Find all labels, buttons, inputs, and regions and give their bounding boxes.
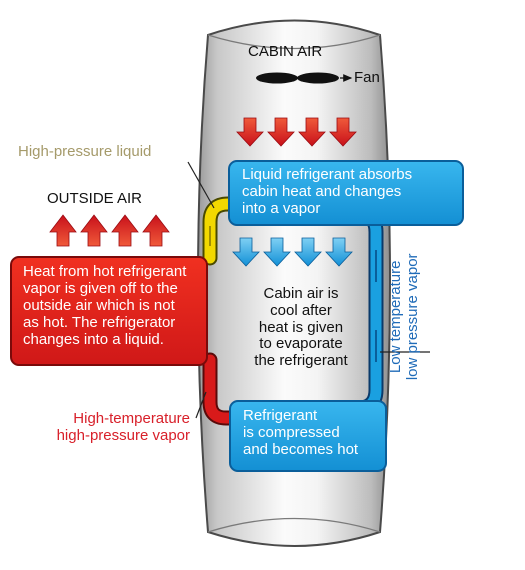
high-temp-vapor-label: High-temperature high-pressure vapor [56, 410, 190, 444]
outside-air-arrows [49, 214, 170, 247]
fan-label: Fan [354, 69, 380, 86]
high-pressure-liquid-label: High-pressure liquid [18, 143, 152, 160]
low-temp-vapor-label: Low temperature low pressure vapor [387, 253, 421, 381]
absorb-box: Liquid refrigerant absorbs cabin heat an… [228, 160, 464, 226]
cabin-air-label: CABIN AIR [248, 43, 323, 60]
cool-air-label: Cabin air is cool after heat is given to… [254, 285, 348, 370]
cabin-warm-air-arrows [236, 117, 357, 147]
leader-high-pressure-liquid [187, 161, 215, 209]
fan-icon [256, 72, 353, 84]
leader-high-temp-vapor [195, 391, 207, 419]
heat-given-off-box: Heat from hot refrigerant vapor is given… [10, 256, 208, 366]
outside-air-label: OUTSIDE AIR [47, 190, 143, 207]
cool-air-arrows [232, 237, 353, 267]
compressed-box: Refrigerant is compressed and becomes ho… [229, 400, 387, 472]
